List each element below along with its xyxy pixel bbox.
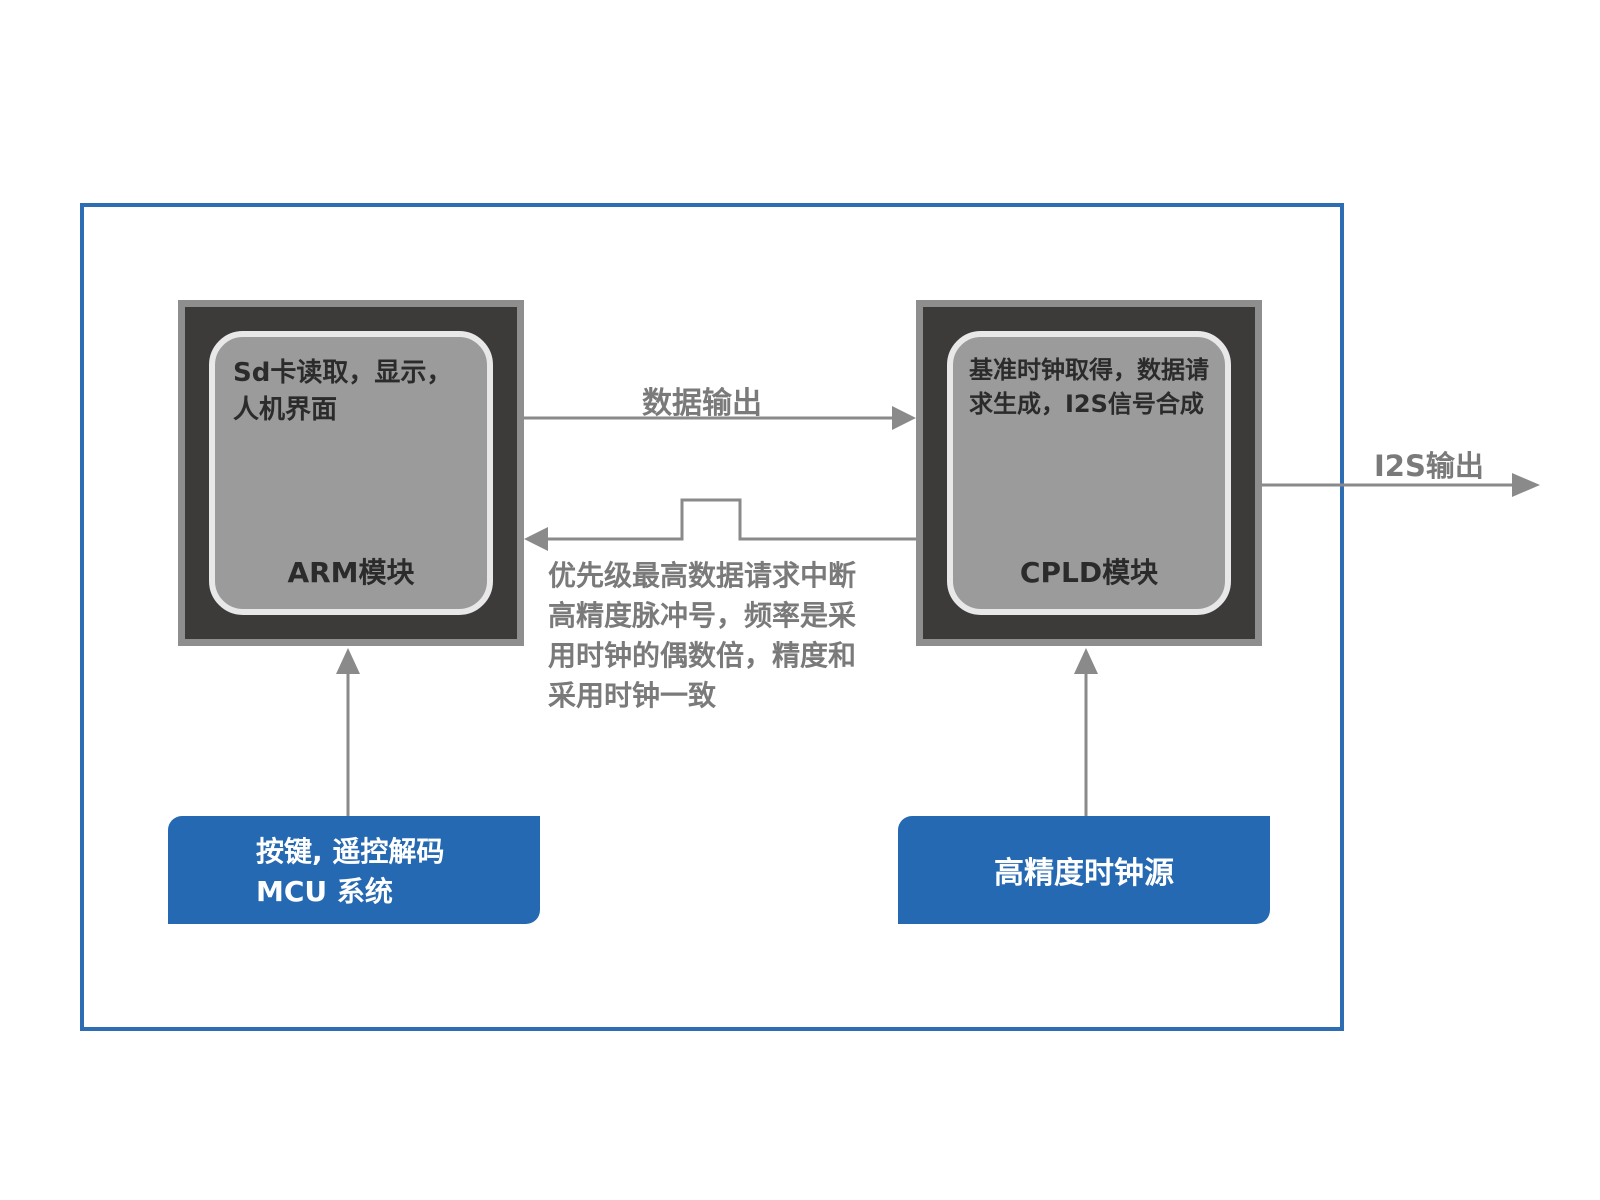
cpld-module-name: CPLD模块 [1019, 556, 1159, 589]
mcu-box-line2: MCU 系统 [256, 875, 393, 908]
mcu-system-box: 按键, 遥控解码 MCU 系统 [168, 816, 540, 924]
i2s-output-arrowhead [1512, 473, 1540, 497]
precision-clock-label: 高精度时钟源 [994, 856, 1174, 891]
interrupt-desc-line4: 采用时钟一致 [548, 679, 717, 712]
mcu-to-arm-arrowhead [336, 648, 360, 674]
cpld-module-description: 基准时钟取得，数据请 求生成，I2S信号合成 [969, 353, 1215, 421]
interrupt-desc-line2: 高精度脉冲号，频率是采 [548, 599, 857, 632]
arm-module-description: Sd卡读取，显示， 人机界面 [233, 355, 477, 429]
cpld-desc-line1: 基准时钟取得，数据请 [969, 356, 1209, 384]
arm-desc-line2: 人机界面 [233, 395, 338, 425]
arm-module-inner: Sd卡读取，显示， 人机界面 ARM模块 [209, 331, 493, 615]
cpld-module: 基准时钟取得，数据请 求生成，I2S信号合成 CPLD模块 [916, 300, 1262, 646]
arm-module-name: ARM模块 [287, 556, 415, 589]
system-frame [80, 203, 1344, 1031]
interrupt-desc-line1: 优先级最高数据请求中断 [548, 559, 857, 592]
mcu-box-line1: 按键, 遥控解码 [256, 835, 445, 868]
interrupt-arrowhead [524, 527, 548, 551]
data-output-label: 数据输出 [642, 386, 762, 421]
clock-to-cpld-arrowhead [1074, 648, 1098, 674]
cpld-desc-line2: 求生成，I2S信号合成 [969, 390, 1204, 418]
data-output-arrowhead [892, 406, 916, 430]
interrupt-desc-line3: 用时钟的偶数倍，精度和 [548, 639, 857, 672]
interrupt-pulse-line [540, 498, 916, 541]
arm-module: Sd卡读取，显示， 人机界面 ARM模块 [178, 300, 524, 646]
i2s-output-label: I2S输出 [1374, 449, 1484, 483]
arm-desc-line1: Sd卡读取，显示， [233, 358, 453, 388]
cpld-module-inner: 基准时钟取得，数据请 求生成，I2S信号合成 CPLD模块 [947, 331, 1231, 615]
precision-clock-box: 高精度时钟源 [898, 816, 1270, 924]
interrupt-description: 优先级最高数据请求中断 高精度脉冲号，频率是采 用时钟的偶数倍，精度和 采用时钟… [548, 556, 908, 716]
